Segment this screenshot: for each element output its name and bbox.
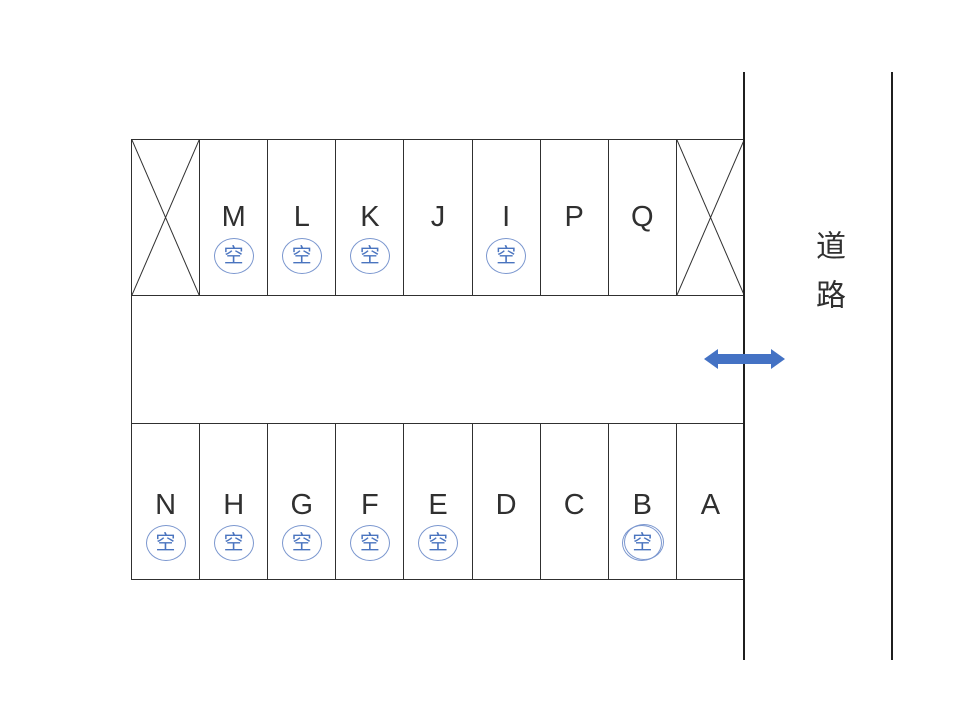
vacant-text: 空 [359,532,380,554]
vacant-text: 空 [155,532,176,554]
vacant-text: 空 [427,532,448,554]
parking-spot-d: D [473,424,541,579]
spot-label: F [361,489,379,521]
vacant-text: 空 [496,245,517,267]
parking-spot-b: B 空 [609,424,677,579]
vacant-text: 空 [223,532,244,554]
parking-spot-f: F 空 [336,424,405,579]
vacant-badge: 空 [213,238,254,274]
vacant-badge: 空 [213,525,254,561]
spot-label: P [564,201,584,233]
road-label: 道路 [811,230,844,328]
spot-label: D [495,489,517,521]
vacant-text: 空 [291,245,312,267]
driveway-area [131,296,745,423]
spot-label: G [290,489,314,521]
two-way-arrow-shape [704,349,785,369]
x-mark-icon [677,140,744,295]
spot-label: A [700,489,721,521]
parking-spot-l: L 空 [268,140,337,295]
spot-label: L [293,201,310,233]
spot-label: M [221,201,246,233]
spot-label: I [502,201,511,233]
vacant-badge: 空 [349,238,390,274]
parking-spot-a: A [677,424,744,579]
spot-label: B [632,489,652,521]
vacant-badge: 空 [281,525,322,561]
parking-row-bottom: N 空 H 空 G 空 F 空 E 空 [131,423,745,580]
vacant-badge: 空 [486,238,527,274]
road-edge-line-left [743,72,745,660]
parking-spot-n: N 空 [132,424,201,579]
spot-label: N [155,489,177,521]
spot-label: Q [631,201,654,233]
parking-spot-g: G 空 [268,424,337,579]
vacant-text: 空 [632,532,653,554]
parking-spot-e: E 空 [404,424,473,579]
spot-label: E [428,489,448,521]
vacant-badge: 空 [417,525,458,561]
spot-label: H [223,489,245,521]
vacant-text: 空 [359,245,380,267]
parking-row-top: M 空 L 空 K 空 J I 空 P [131,139,745,296]
two-way-arrow-icon [704,349,785,369]
blocked-spot [132,140,201,295]
vacant-badge: 空 [622,524,665,561]
parking-spot-p: P [541,140,609,295]
parking-spot-k: K 空 [336,140,405,295]
parking-spot-q: Q [609,140,677,295]
parking-spot-m: M 空 [200,140,269,295]
x-mark-icon [132,140,199,295]
vacant-text: 空 [291,532,312,554]
road-edge-line-right [891,72,893,660]
vacant-text: 空 [223,245,244,267]
parking-spot-h: H 空 [200,424,269,579]
spot-label: K [360,201,380,233]
vacant-badge: 空 [349,525,390,561]
vacant-badge: 空 [145,525,186,561]
blocked-spot [677,140,744,295]
parking-spot-j: J [404,140,473,295]
parking-spot-c: C [541,424,609,579]
vacant-badge: 空 [281,238,322,274]
spot-label: C [563,489,585,521]
spot-label: J [430,201,446,233]
parking-spot-i: I 空 [473,140,541,295]
